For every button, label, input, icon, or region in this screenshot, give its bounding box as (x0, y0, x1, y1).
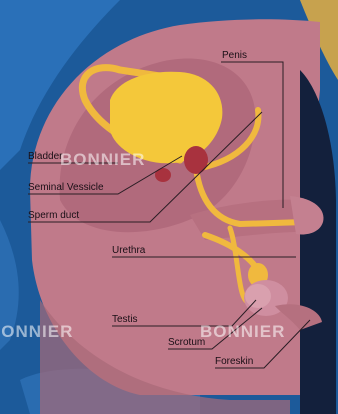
watermark: BONNIER (60, 150, 145, 170)
testis-shape (245, 284, 271, 308)
label-bladder: Bladder (28, 151, 62, 163)
label-foreskin: Foreskin (215, 356, 253, 368)
label-penis: Penis (222, 50, 247, 62)
seminal-vesicle-shape (184, 146, 208, 174)
label-testis: Testis (112, 314, 138, 326)
label-scrotum: Scrotum (168, 337, 205, 349)
label-urethra: Urethra (112, 245, 145, 257)
label-sperm-duct: Sperm duct (28, 210, 79, 222)
label-seminal-vesicle: Seminal Vessicle (28, 182, 104, 194)
watermark: BONNIER (0, 322, 73, 342)
watermark: BONNIER (200, 322, 285, 342)
